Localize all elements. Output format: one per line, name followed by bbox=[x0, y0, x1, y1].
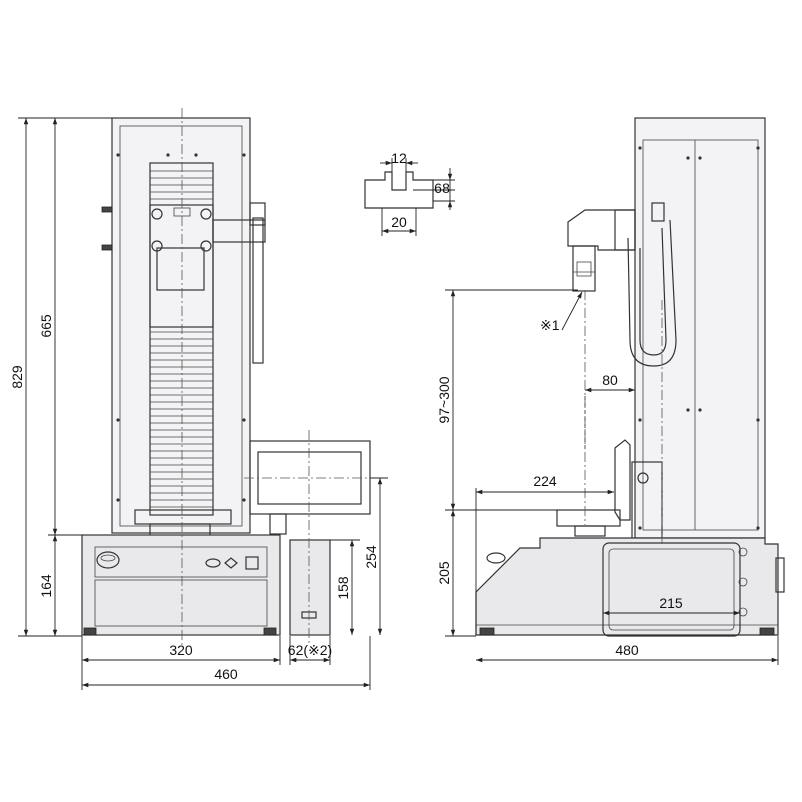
side-probe-holder bbox=[572, 245, 596, 292]
dim-665: 665 bbox=[38, 314, 54, 338]
side-anvil bbox=[614, 439, 631, 521]
column-screws bbox=[116, 153, 246, 502]
dim-97-300: 97~300 bbox=[436, 376, 452, 423]
note-1: ※1 bbox=[540, 317, 560, 333]
front-carriage bbox=[149, 204, 214, 328]
dim-164: 164 bbox=[38, 574, 54, 598]
front-base bbox=[81, 534, 281, 636]
side-panel bbox=[602, 542, 741, 637]
bellows-folds bbox=[150, 170, 213, 508]
dim-829: 829 bbox=[9, 365, 25, 389]
front-display bbox=[249, 440, 371, 515]
dim-158: 158 bbox=[335, 576, 351, 600]
side-cable bbox=[627, 219, 677, 367]
side-table bbox=[556, 509, 621, 527]
dim-215: 215 bbox=[659, 595, 683, 611]
dim-slot-20: 20 bbox=[391, 214, 407, 230]
side-base bbox=[475, 537, 779, 636]
front-column bbox=[111, 117, 251, 534]
front-control-box bbox=[289, 539, 331, 636]
dim-224: 224 bbox=[533, 473, 557, 489]
dim-62: 62(※2) bbox=[288, 642, 332, 658]
slot-detail: 12 6 8 20 bbox=[364, 150, 455, 236]
dim-80: 80 bbox=[602, 372, 618, 388]
dim-460: 460 bbox=[214, 666, 238, 682]
side-view: ※1 97~300 80 224 205 215 480 bbox=[436, 117, 785, 665]
side-head bbox=[567, 209, 636, 251]
dim-480: 480 bbox=[615, 642, 639, 658]
side-dial bbox=[486, 552, 506, 564]
front-view: 829 665 164 320 62(※2) 460 158 254 bbox=[9, 108, 388, 690]
side-column-screws bbox=[638, 146, 760, 530]
side-column bbox=[634, 117, 766, 539]
dim-slot-12: 12 bbox=[391, 150, 407, 166]
dim-slot-8: 8 bbox=[442, 180, 450, 196]
dim-205: 205 bbox=[436, 561, 452, 585]
dim-320: 320 bbox=[169, 642, 193, 658]
front-scale bbox=[252, 217, 264, 364]
dim-slot-6: 6 bbox=[434, 180, 442, 196]
dim-254: 254 bbox=[363, 545, 379, 569]
